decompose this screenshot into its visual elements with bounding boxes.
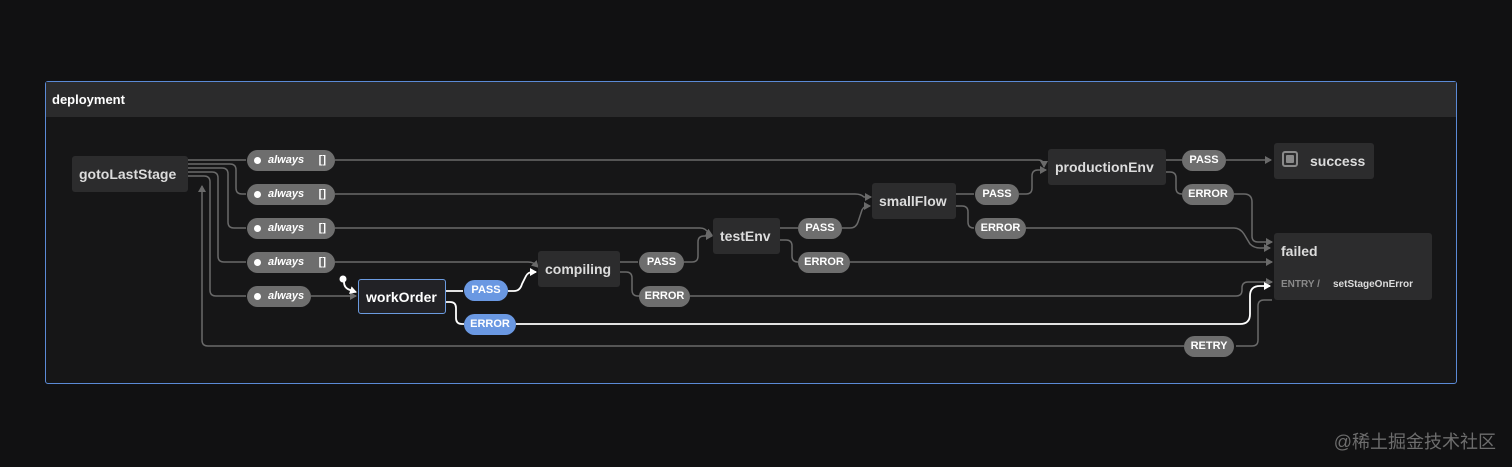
state-testEnv[interactable]: testEnv: [713, 218, 780, 254]
smallFlow-error-event[interactable]: ERROR: [975, 218, 1026, 239]
initial-state-dot: [339, 275, 347, 283]
edge-testEnv-error: [780, 239, 799, 263]
state-label-workOrder: workOrder: [366, 288, 437, 305]
edge-goto-always-5: [188, 175, 246, 297]
state-smallFlow[interactable]: smallFlow: [872, 183, 956, 219]
state-workOrder[interactable]: workOrder: [358, 279, 446, 314]
edge-pass-smallFlow: [842, 202, 871, 229]
edge-always1-productionEnv: [335, 159, 1048, 168]
machine-header: deployment: [46, 82, 1456, 117]
testEnv-pass-event[interactable]: PASS: [798, 218, 842, 239]
compiling-pass-event[interactable]: PASS: [639, 252, 684, 273]
always-dot: [254, 259, 261, 266]
state-label-failed: failed: [1281, 243, 1318, 259]
edge-error-failed-4: [1234, 193, 1273, 246]
edge-always2-smallFlow: [335, 193, 872, 201]
event-always: always: [268, 290, 305, 302]
guard-label: []: [318, 154, 326, 166]
edge-compiling-error: [620, 271, 640, 297]
state-label-smallFlow: smallFlow: [879, 193, 947, 209]
guard-label: []: [318, 222, 326, 234]
always-dot: [254, 191, 261, 198]
productionEnv-pass-event[interactable]: PASS: [1182, 150, 1226, 171]
compiling-error-event[interactable]: ERROR: [639, 286, 690, 307]
entry-action: setStageOnError: [1333, 279, 1414, 290]
edge-pass-compiling: [508, 268, 537, 292]
edge-goto-always-3: [188, 167, 246, 229]
always-transition-4[interactable]: always []: [247, 252, 335, 273]
workOrder-pass-event[interactable]: PASS: [464, 280, 508, 301]
always-transition-2[interactable]: always []: [247, 184, 335, 205]
state-compiling[interactable]: compiling: [538, 251, 620, 287]
testEnv-error-event[interactable]: ERROR: [798, 252, 850, 273]
always-dot: [254, 225, 261, 232]
state-failed[interactable]: failed ENTRY / setStageOnError: [1274, 233, 1432, 300]
event-always: always: [268, 222, 305, 234]
guard-label: []: [318, 256, 326, 268]
failed-retry-event[interactable]: RETRY: [1184, 336, 1234, 357]
state-gotoLastStage[interactable]: gotoLastStage: [72, 156, 188, 192]
state-label-success: success: [1310, 153, 1366, 169]
edge-initial-workOrder: [343, 281, 357, 294]
entry-label: ENTRY /: [1281, 279, 1320, 290]
always-dot: [254, 157, 261, 164]
machine-title: deployment: [52, 92, 125, 107]
state-productionEnv[interactable]: productionEnv: [1048, 149, 1166, 185]
always-transition-5[interactable]: always: [247, 286, 311, 307]
edge-error-failed-3: [1026, 227, 1271, 252]
always-transition-1[interactable]: always []: [247, 150, 335, 171]
edge-failed-retry: [1236, 299, 1272, 347]
edge-pass-productionEnv: [1019, 166, 1047, 195]
edge-error-failed-active: [516, 282, 1271, 325]
edge-goto-always-4: [188, 171, 246, 263]
edge-always3-testEnv: [335, 227, 713, 236]
final-state-icon: [1282, 151, 1298, 167]
watermark: @稀土掘金技术社区: [1333, 432, 1496, 452]
state-label-compiling: compiling: [545, 261, 612, 277]
edge-productionEnv-error: [1166, 171, 1183, 195]
guard-label: []: [318, 188, 326, 200]
always-transition-3[interactable]: always []: [247, 218, 335, 239]
edge-smallFlow-error: [956, 205, 975, 229]
state-label-productionEnv: productionEnv: [1055, 159, 1154, 175]
edge-retry-gotoLastStage: [198, 185, 1184, 347]
event-always: always: [268, 188, 305, 200]
workOrder-error-event[interactable]: ERROR: [464, 314, 516, 335]
state-label-testEnv: testEnv: [720, 228, 771, 244]
edge-workOrder-error: [446, 301, 464, 325]
state-label-gotoLastStage: gotoLastStage: [79, 166, 177, 182]
edge-goto-always-2: [188, 163, 246, 195]
always-dot: [254, 293, 261, 300]
event-always: always: [268, 256, 305, 268]
smallFlow-pass-event[interactable]: PASS: [975, 184, 1019, 205]
productionEnv-error-event[interactable]: ERROR: [1182, 184, 1234, 205]
edge-pass-testEnv: [684, 232, 713, 263]
edge-error-failed-1: [690, 278, 1273, 297]
edge-always4-compiling: [335, 259, 539, 268]
event-always: always: [268, 154, 305, 166]
state-success[interactable]: success: [1274, 143, 1374, 179]
